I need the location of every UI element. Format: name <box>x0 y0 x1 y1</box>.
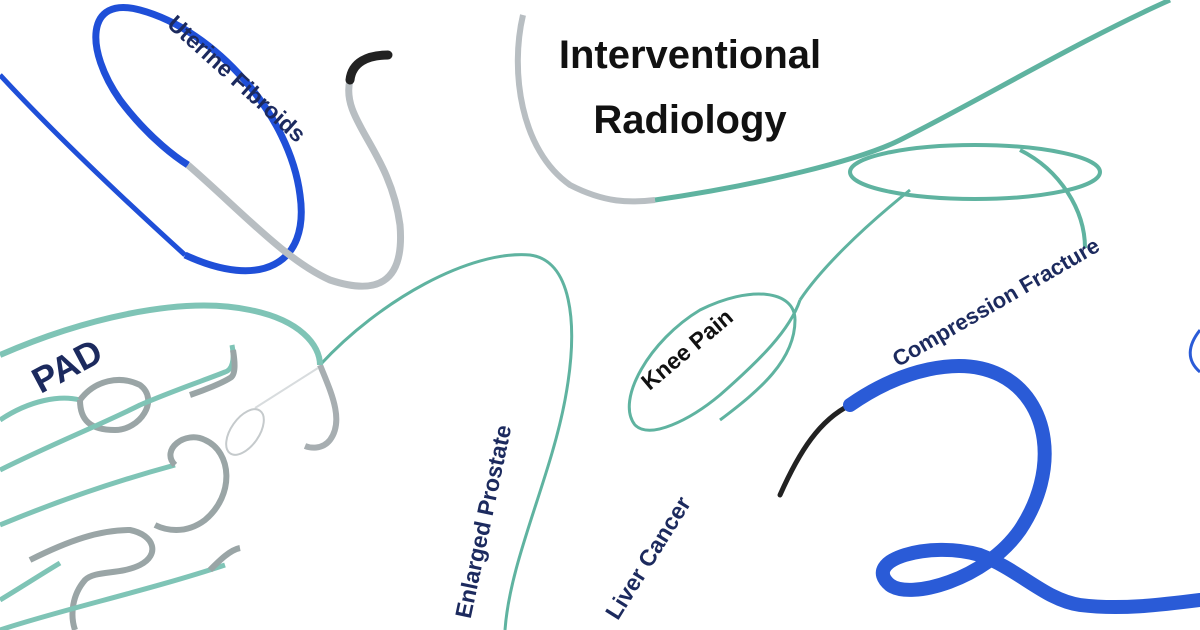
pad-catheters <box>0 302 323 630</box>
title-line-1: Interventional <box>558 33 822 77</box>
title-line-2: Radiology <box>593 98 787 142</box>
compression-catheter <box>777 329 1200 615</box>
knee-catheter <box>627 292 802 432</box>
uterine-catheter <box>0 4 405 290</box>
prostate-catheter <box>225 253 574 630</box>
ir-catheter <box>514 0 1172 301</box>
